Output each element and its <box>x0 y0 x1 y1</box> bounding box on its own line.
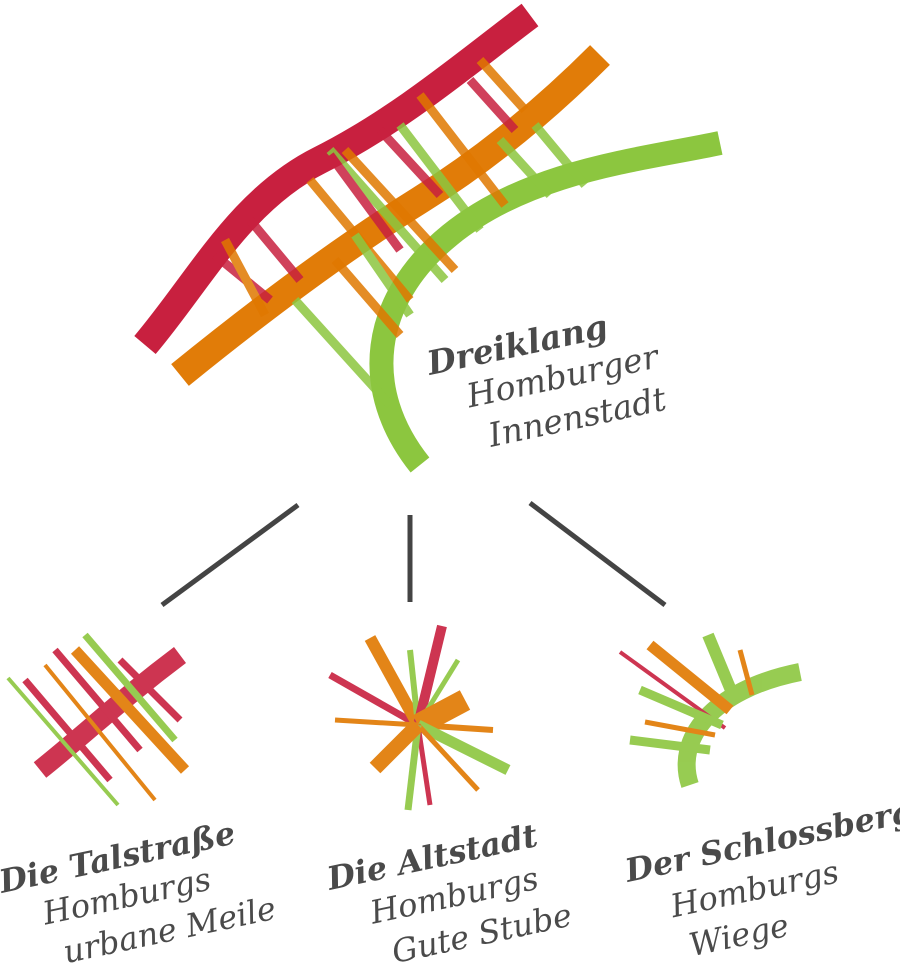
main-logo <box>134 3 723 473</box>
schlossberg-logo <box>618 632 802 788</box>
altstadt-logo <box>328 624 511 811</box>
connectors <box>160 501 667 608</box>
red-band <box>134 3 539 355</box>
orange-band <box>171 45 610 386</box>
talstrasse-label: Die Talstraße Homburgs urbane Meile <box>0 814 279 971</box>
cross-bars <box>212 56 589 409</box>
altstadt-label: Die Altstadt Homburgs Gute Stube <box>323 816 575 971</box>
schlossberg-label: Der Schlossberg Homburgs Wiege <box>621 792 900 965</box>
main-label: Dreiklang Homburger Innenstadt <box>423 307 671 455</box>
connector-right <box>528 501 667 607</box>
green-band <box>369 131 723 473</box>
talstrasse-logo <box>6 632 190 807</box>
connector-left <box>160 502 300 608</box>
